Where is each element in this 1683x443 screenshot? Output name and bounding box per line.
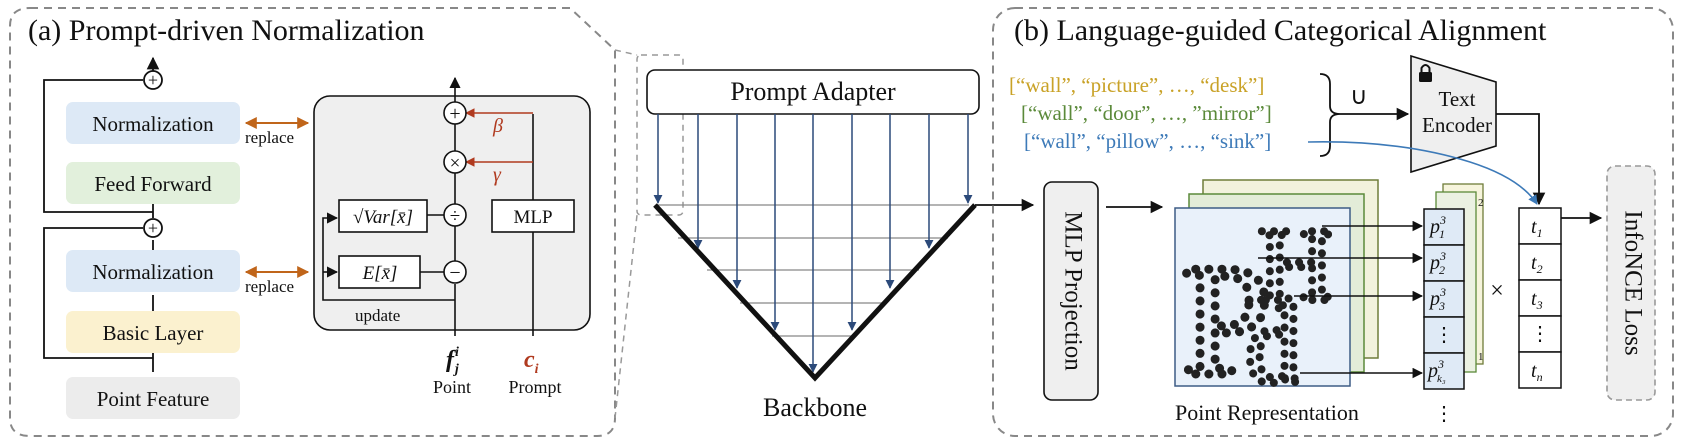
divide-operator [443, 203, 467, 227]
feed-forward-label: Feed Forward [94, 172, 212, 196]
list-to-embedding-curve [1307, 141, 1538, 205]
encoder-to-text-embedding-arrow [1496, 113, 1546, 206]
residual-add-bottom [143, 218, 163, 238]
svg-text:d: d [1246, 284, 1301, 406]
add-operator [443, 101, 467, 125]
multiply-operator [443, 150, 467, 174]
point-feature-block [66, 377, 240, 419]
basic-layer-block [66, 311, 240, 353]
stack-index-1: 1 [1478, 351, 1484, 363]
t-item-ellipsis: ⋮ [1530, 323, 1550, 345]
mlp-projection-label: MLP Projection [1059, 211, 1086, 371]
list-brace [1319, 73, 1341, 157]
backbone-v-shape [653, 203, 977, 382]
stack-index-2: 2 [1478, 197, 1484, 209]
text-encoder-label-line2: Encoder [1422, 113, 1492, 137]
t-item-n: tn [1531, 360, 1543, 384]
replace-label-top: replace [245, 128, 294, 147]
category-list-2: [“wall”, “door”, …, ”mirror”] [1021, 101, 1272, 125]
text-encoder-box [1410, 54, 1497, 174]
normalization-bottom-label: Normalization [92, 260, 214, 284]
normalization-block-top [66, 102, 240, 144]
point-representation-label: Point Representation [1175, 400, 1359, 425]
p-item-ellipsis: ⋮ [1434, 324, 1454, 346]
prompt-adapter-label: Prompt Adapter [730, 77, 896, 106]
text-encoder-label-line1: Text [1438, 87, 1475, 111]
point-feature-label: Point Feature [97, 387, 210, 411]
t-item-2: t2 [1531, 252, 1543, 276]
mlp-projection-box [1043, 181, 1099, 401]
replace-label-bottom: replace [245, 277, 294, 296]
mean-box [338, 255, 421, 289]
mlp-label: MLP [513, 207, 552, 228]
panel-language-guided-alignment: (b) Language-guided Categorical Alignmen… [992, 7, 1674, 437]
panel-a-title: (a) Prompt-driven Normalization [28, 14, 425, 47]
zoom-guides [614, 49, 638, 419]
panel-b-title: (b) Language-guided Categorical Alignmen… [1014, 14, 1547, 47]
prompt-symbol: ci [524, 347, 539, 377]
residual-add-bottom-glyph: + [148, 218, 158, 238]
category-list-1: [“wall”, “picture”, …, “desk”] [1009, 73, 1264, 97]
lock-icon [1419, 64, 1432, 82]
dot-product-symbol: × [1490, 278, 1504, 304]
beta-label: β [492, 115, 503, 137]
more-layers-ellipsis: ⋮ [1434, 403, 1454, 425]
panel-prompt-driven-normalization: (a) Prompt-driven Normalization + + Norm… [9, 7, 638, 437]
multiply-operator-glyph: × [450, 153, 461, 174]
text-embedding-column: t1 t2 t3 ⋮ tn [1518, 207, 1562, 389]
subtract-operator-glyph: − [449, 262, 460, 284]
infonce-loss-label: InfoNCE Loss [1619, 210, 1646, 355]
subtract-operator [443, 260, 467, 284]
backbone-section: Prompt Adapter Backbone [636, 54, 1035, 422]
add-operator-glyph: + [449, 103, 460, 125]
divide-operator-glyph: ÷ [450, 206, 460, 227]
residual-add-top-glyph: + [148, 70, 158, 90]
residual-add-top [143, 70, 163, 90]
mean-label: E[x̄] [362, 263, 398, 284]
infonce-loss-box [1606, 165, 1656, 401]
normalization-block-bottom [66, 250, 240, 292]
variance-label: √Var[x̄] [353, 207, 413, 228]
t-item-3: t3 [1531, 288, 1543, 312]
variance-box [338, 199, 428, 233]
basic-layer-label: Basic Layer [103, 321, 204, 345]
point-caption: Point [433, 377, 471, 397]
category-list-3: [“wall”, “pillow”, …, “sink”] [1024, 129, 1271, 153]
t-item-1: t1 [1531, 216, 1543, 240]
update-label: update [355, 306, 400, 325]
representation-layer-front [1174, 207, 1351, 387]
prompt-caption: Prompt [508, 377, 561, 397]
backbone-label: Backbone [763, 393, 867, 422]
union-symbol: ∪ [1350, 84, 1368, 110]
highlight-dashed-box [636, 54, 684, 216]
mlp-box [491, 199, 575, 233]
gamma-label: γ [493, 164, 502, 186]
svg-text:H: H [1258, 206, 1334, 323]
normalization-top-label: Normalization [92, 112, 214, 136]
feed-forward-block [66, 162, 240, 204]
